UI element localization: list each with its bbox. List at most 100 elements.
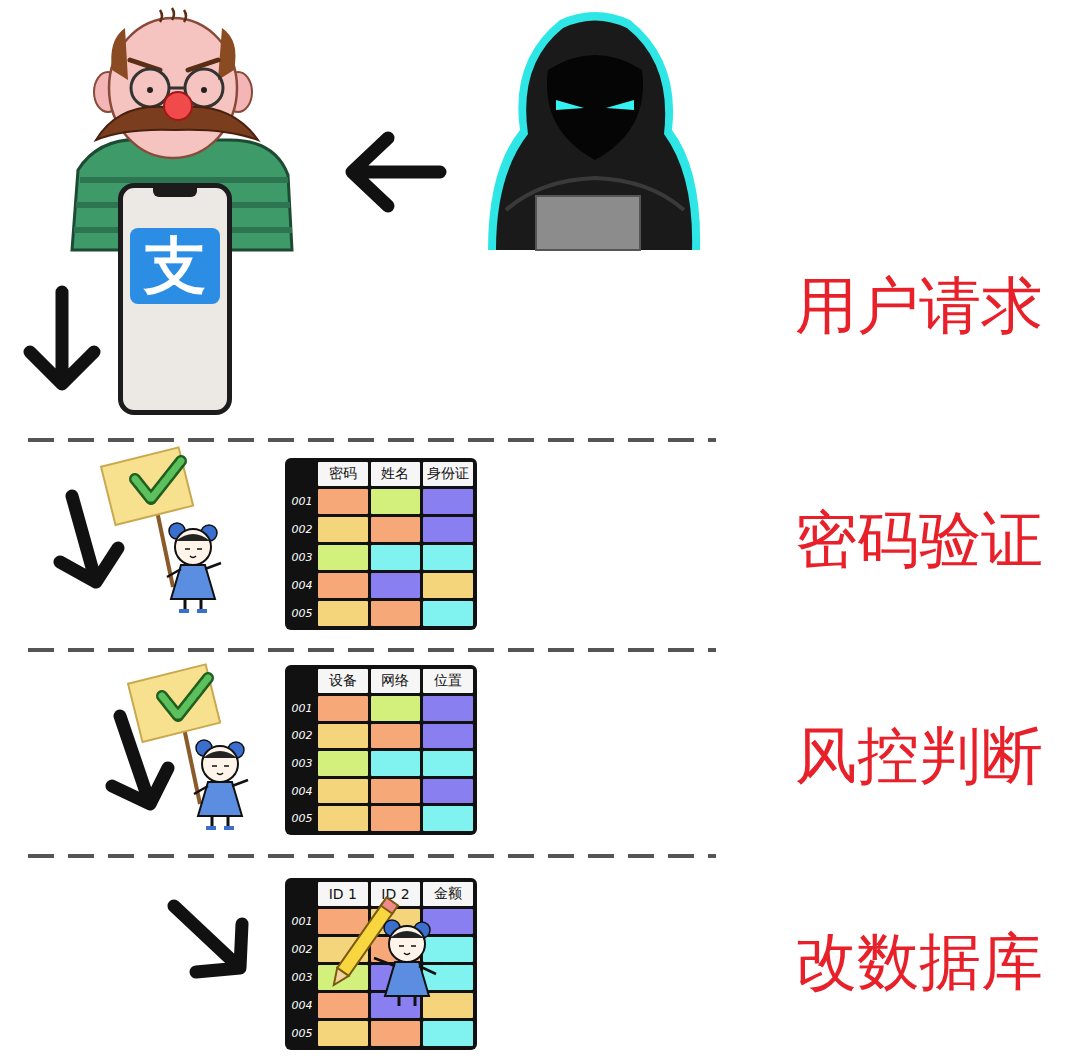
table-cell [318,806,368,831]
drawing-part [28,438,716,442]
table-cell [318,965,368,990]
table-cell [423,724,473,749]
row-number: 002 [289,937,315,962]
column-header: 网络 [371,669,421,693]
drawing-part [174,906,242,972]
table-cell [371,993,421,1018]
table-cell [423,779,473,804]
table-cell [423,601,473,626]
column-header: 金额 [423,882,473,906]
stage-label: 改数据库 [795,928,1043,996]
drawing-part [496,21,692,251]
table-cell [423,751,473,776]
table-cell [423,573,473,598]
table-cell [423,993,473,1018]
drawing-part [160,8,186,22]
stage-label: 风控判断 [795,722,1043,790]
flow-arrow [30,138,440,972]
table-cell [423,937,473,962]
data-table: 密码姓名身份证001002003004005 [285,458,477,630]
table-cell [318,993,368,1018]
table-cell [318,489,368,514]
drawing-part [352,138,440,206]
stage-label: 密码验证 [795,506,1043,574]
table-cell [423,965,473,990]
table-cell [423,696,473,721]
table-cell [423,517,473,542]
row-number: 001 [289,696,315,721]
table-cell [371,545,421,570]
stage-label: 用户请求 [795,272,1043,340]
table-cell [318,724,368,749]
app-glyph: 支 [144,235,206,297]
table-cell [371,1021,421,1046]
table-cell [371,937,421,962]
drawing-part [30,292,94,384]
table-cell [423,909,473,934]
drawing-part [28,648,716,652]
row-number: 003 [289,545,315,570]
column-header: ID 1 [318,882,368,906]
table-cell [423,806,473,831]
drawing-part [169,87,185,90]
stage-separator [28,440,716,856]
row-number: 004 [289,779,315,804]
table-cell [371,806,421,831]
table-cell [371,779,421,804]
table-cell [318,909,368,934]
row-number: 003 [289,751,315,776]
table-cell [318,937,368,962]
table-cell [371,909,421,934]
table-cell [318,545,368,570]
column-header: 设备 [318,669,368,693]
drawing-part [60,496,118,582]
row-number: 005 [289,1021,315,1046]
drawing-part [109,18,237,158]
row-number: 003 [289,965,315,990]
table-cell [318,751,368,776]
data-table: 设备网络位置001002003004005 [285,665,477,835]
row-number: 004 [289,573,315,598]
check-girl [128,664,248,828]
table-cell [318,696,368,721]
table-corner [289,882,315,906]
table-cell [371,489,421,514]
table-cell [318,601,368,626]
column-header: 密码 [318,462,368,486]
table-cell [371,573,421,598]
phone: 支 [118,183,232,415]
table-cell [371,751,421,776]
table-cell [423,1021,473,1046]
drawing-part [131,69,169,107]
row-number: 001 [289,489,315,514]
table-cell [318,573,368,598]
table-cell [371,965,421,990]
column-header: 身份证 [423,462,473,486]
drawing-part [28,854,716,858]
table-cell [318,517,368,542]
table-cell [423,489,473,514]
data-table: ID 1ID 2金额 001 002 003 004 005 [285,878,477,1050]
drawing-part [547,55,643,160]
row-number: 002 [289,517,315,542]
row-number: 005 [289,806,315,831]
table-cell [423,545,473,570]
table-cell [318,779,368,804]
row-number: 005 [289,601,315,626]
laptop [536,196,640,250]
table-cell [318,1021,368,1046]
table-cell [371,724,421,749]
row-number: 004 [289,993,315,1018]
app-icon: 支 [130,228,220,304]
drawing-part [147,87,153,93]
phone-notch [153,187,197,197]
table-cell [371,601,421,626]
row-number: 001 [289,909,315,934]
drawing-part [201,87,207,93]
table-cell [371,517,421,542]
check-girl [101,447,221,611]
column-header: ID 2 [371,882,421,906]
column-header: 位置 [423,669,473,693]
drawing-part [556,100,634,110]
table-cell [371,696,421,721]
